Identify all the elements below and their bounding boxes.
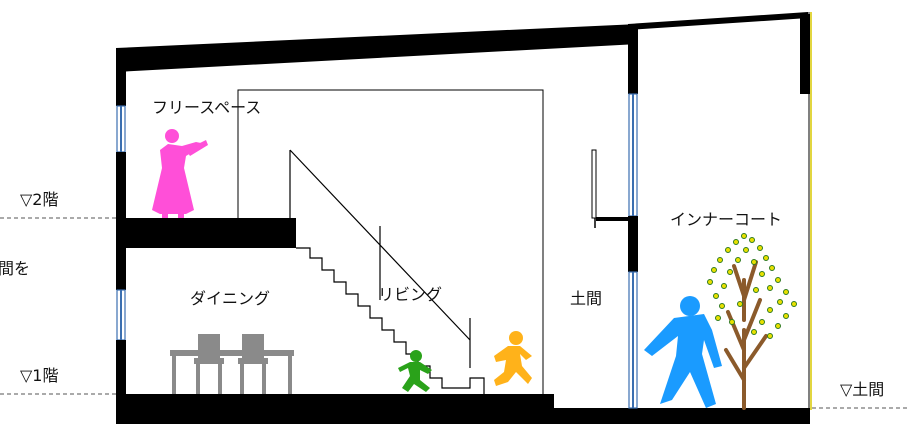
divider-wall-mid — [628, 216, 638, 272]
court-wall-right — [800, 14, 810, 94]
label-level-2f: ▽2階 — [20, 190, 59, 209]
standing-woman-icon — [152, 129, 208, 218]
left-wall-lower — [116, 340, 126, 400]
roof-court — [628, 12, 808, 30]
doma-handrail — [591, 149, 597, 219]
left-wall-upper — [116, 70, 126, 106]
roof-main — [116, 24, 638, 72]
floor-slab-doma — [554, 408, 810, 424]
dining-table-icon — [170, 334, 294, 394]
tree-icon — [707, 233, 797, 410]
doma-ledge — [596, 217, 630, 221]
running-child-icon — [398, 350, 432, 392]
label-inner-court: インナーコート — [670, 210, 782, 229]
staircase-steps — [296, 247, 485, 394]
walking-man-icon — [644, 296, 722, 408]
label-free-space: フリースペース — [152, 98, 261, 117]
divider-wall-top — [628, 28, 638, 94]
label-left-edge-fragment: 間を — [0, 259, 30, 278]
stair-void-outline — [237, 89, 544, 394]
label-level-1f: ▽1階 — [20, 366, 59, 385]
jumping-child-icon — [494, 331, 532, 386]
floor-slab-1f — [116, 394, 554, 424]
label-dining: ダイニング — [190, 289, 270, 308]
floor-slab-2f — [116, 218, 296, 248]
label-level-doma: ▽土間 — [840, 380, 884, 399]
label-living: リビング — [378, 285, 442, 304]
label-doma: 土間 — [570, 289, 602, 308]
